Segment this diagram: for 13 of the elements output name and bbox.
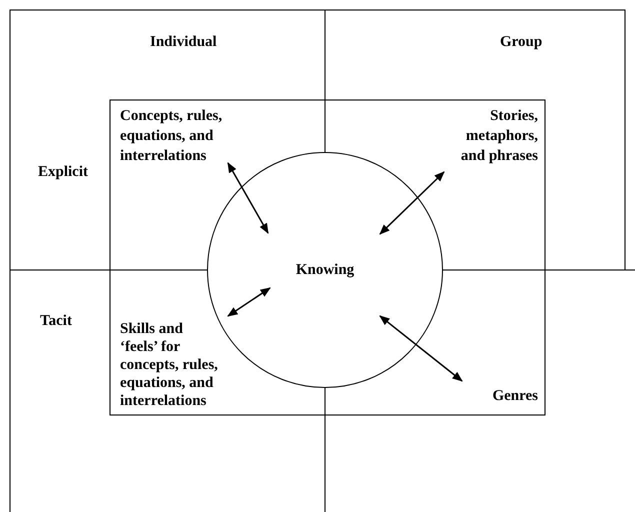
axis-heading: Tacit	[40, 312, 72, 331]
double-arrow	[227, 162, 269, 234]
axis-heading: Individual	[150, 33, 217, 52]
quadrant-text: Genres	[470, 386, 538, 406]
double-arrow	[227, 287, 271, 317]
quadrant-text: Concepts, rules, equations, and interrelations	[120, 106, 242, 166]
double-arrow	[379, 171, 445, 235]
axis-heading: Explicit	[38, 163, 88, 182]
double-arrow	[379, 315, 463, 382]
axis-heading: Group	[500, 33, 542, 52]
quadrant-text: Stories, metaphors, and phrases	[440, 106, 538, 166]
quadrant-text: Skills and ‘feels’ for concepts, rules, equations, and interrelations	[120, 320, 218, 410]
node-label: Knowing	[296, 261, 354, 280]
